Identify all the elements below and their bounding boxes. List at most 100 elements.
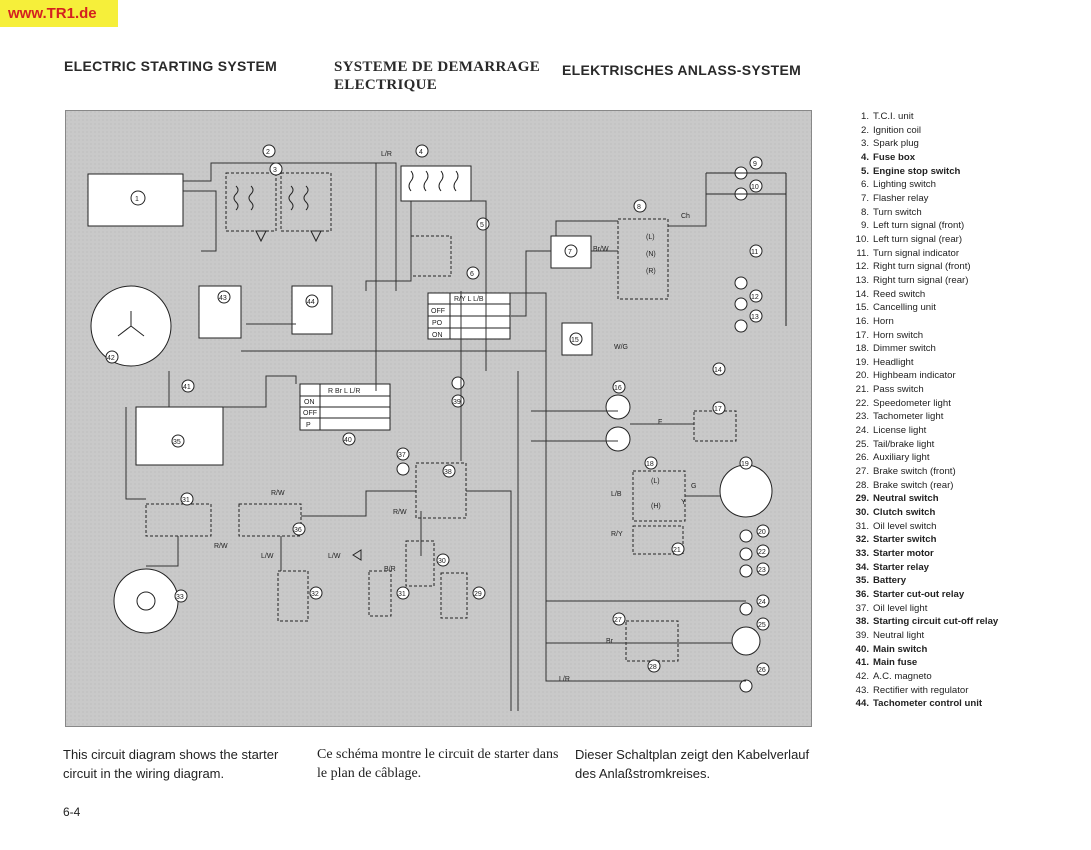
fuse-box: 4 L/R [381, 144, 472, 202]
svg-text:17: 17 [714, 406, 722, 413]
legend-item-label: Horn switch [873, 329, 924, 341]
legend-item: 41. Main fuse [843, 656, 998, 670]
svg-text:R/Y L L/B: R/Y L L/B [454, 296, 484, 303]
legend-item-number: 41. [855, 657, 869, 669]
legend-item: 39. Neutral light [843, 629, 998, 643]
legend-item-number: 15. [855, 302, 869, 314]
legend-item: 33.Starter motor [843, 547, 998, 561]
legend-item-label: License light [873, 425, 927, 437]
svg-text:1: 1 [135, 196, 139, 203]
svg-text:40: 40 [344, 437, 352, 444]
legend-item-number: 38. [855, 616, 869, 628]
legend-item-label: A.C. magneto [873, 670, 932, 682]
svg-text:28: 28 [649, 664, 657, 671]
legend-item: 7.Flasher relay [843, 192, 998, 206]
svg-text:PO: PO [432, 320, 443, 327]
legend-item: 40.Main switch [843, 643, 998, 657]
turn-switch: 8 (L) (N) (R) Ch [617, 199, 690, 300]
legend-item: 27.Brake switch (front) [843, 465, 998, 479]
legend-item-label: Reed switch [873, 288, 926, 300]
svg-text:R/W: R/W [271, 490, 285, 497]
legend-item-number: 9. [860, 220, 869, 232]
svg-text:18: 18 [646, 461, 654, 468]
svg-text:24: 24 [758, 599, 766, 606]
svg-text:44: 44 [307, 299, 315, 306]
legend-item-number: 39. [855, 629, 869, 641]
svg-text:30: 30 [438, 558, 446, 565]
svg-text:42: 42 [107, 355, 115, 362]
legend-item-label: Starter motor [873, 548, 934, 559]
legend-item-number: 29. [855, 493, 869, 505]
svg-text:L/W: L/W [261, 553, 274, 560]
legend-item-number: 44. [855, 698, 869, 710]
legend-item-label: Clutch switch [873, 507, 936, 519]
legend-item-label: Turn signal indicator [873, 247, 960, 259]
legend-item-number: 2. [860, 124, 869, 136]
svg-text:L/B: L/B [611, 491, 622, 498]
legend-item: 30. Clutch switch [843, 506, 998, 520]
svg-text:11: 11 [751, 249, 758, 256]
lighting-switch-table: OFF PO ON R/Y L L/B 6 [427, 266, 511, 340]
svg-text:36: 36 [294, 527, 302, 534]
legend-item: 29. Neutral switch [843, 492, 998, 506]
legend-item: 18.Dimmer switch [843, 342, 998, 356]
svg-text:33: 33 [176, 594, 184, 601]
caption-english: This circuit diagram shows the starter c… [63, 747, 279, 781]
svg-text:21: 21 [673, 547, 681, 554]
tci-unit: 1 [87, 173, 184, 227]
svg-text:12: 12 [751, 294, 759, 301]
legend-item: 34.Starter relay [843, 561, 998, 575]
svg-text:(N): (N) [646, 251, 656, 258]
svg-text:R Br L L/R: R Br L L/R [328, 388, 360, 395]
svg-text:Br: Br [606, 638, 614, 645]
svg-text:R/W: R/W [214, 543, 228, 550]
title-english: ELECTRIC STARTING SYSTEM [64, 58, 278, 74]
legend-item: 1. T.C.I. unit [843, 110, 998, 124]
legend-item-number: 42. [855, 670, 869, 682]
legend-item: 10.Left turn signal (rear) [843, 233, 998, 247]
legend-item-number: 21. [855, 384, 869, 396]
ignition-coils: 2 3 [225, 144, 332, 243]
legend-item: 13.Right turn signal (rear) [843, 274, 998, 288]
legend-item-number: 22. [855, 397, 869, 409]
legend-item-number: 35. [855, 575, 869, 587]
legend-item-label: Right turn signal (front) [873, 261, 971, 273]
legend-item-label: Flasher relay [873, 192, 929, 204]
horn: 16 17 F [605, 380, 737, 452]
legend-item: 31.Oil level switch [843, 520, 998, 534]
legend-item-number: 16. [855, 315, 869, 327]
starter-motor: 33 [113, 568, 188, 634]
legend-item-label: Neutral light [873, 629, 925, 641]
legend-item-label: Ignition coil [873, 124, 921, 136]
legend-item-label: Oil level switch [873, 520, 937, 532]
legend-item-number: 26. [855, 452, 869, 464]
title-french-line2: ELECTRIQUE [334, 77, 438, 93]
legend-item: 23.Tachometer light [843, 410, 998, 424]
legend-item: 24.License light [843, 424, 998, 438]
svg-text:7: 7 [568, 249, 572, 256]
svg-text:22: 22 [758, 549, 766, 556]
page-number: 6-4 [63, 805, 81, 819]
legend-item-label: Brake switch (front) [873, 466, 956, 478]
svg-text:OFF: OFF [303, 410, 317, 417]
legend-item-label: Neutral switch [873, 493, 939, 505]
legend-item-label: Main fuse [873, 657, 918, 669]
legend-item: 28.Brake switch (rear) [843, 479, 998, 493]
svg-text:L/R: L/R [381, 151, 392, 158]
legend-item-number: 18. [855, 343, 869, 355]
svg-text:(H): (H) [651, 503, 661, 510]
legend-item: 38.Starting circuit cut-off relay [843, 615, 999, 629]
legend-item: 4.Fuse box [843, 151, 998, 165]
svg-text:38: 38 [444, 469, 452, 476]
legend-item: 32.Starter switch [843, 533, 998, 547]
starter-switches: 32 31 30 29 L/W B/R [277, 540, 486, 622]
svg-text:ON: ON [304, 399, 315, 406]
legend-item-label: Lighting switch [873, 179, 936, 191]
legend-item-number: 32. [855, 534, 869, 546]
legend-item-label: T.C.I. unit [873, 111, 914, 122]
legend-item-number: 1. [860, 111, 869, 122]
legend-item: 15.Cancelling unit [843, 301, 998, 315]
pass-and-lights: 21 R/Y 20 22 23 24 25 26 [611, 524, 770, 693]
legend-item-number: 30. [855, 507, 869, 519]
